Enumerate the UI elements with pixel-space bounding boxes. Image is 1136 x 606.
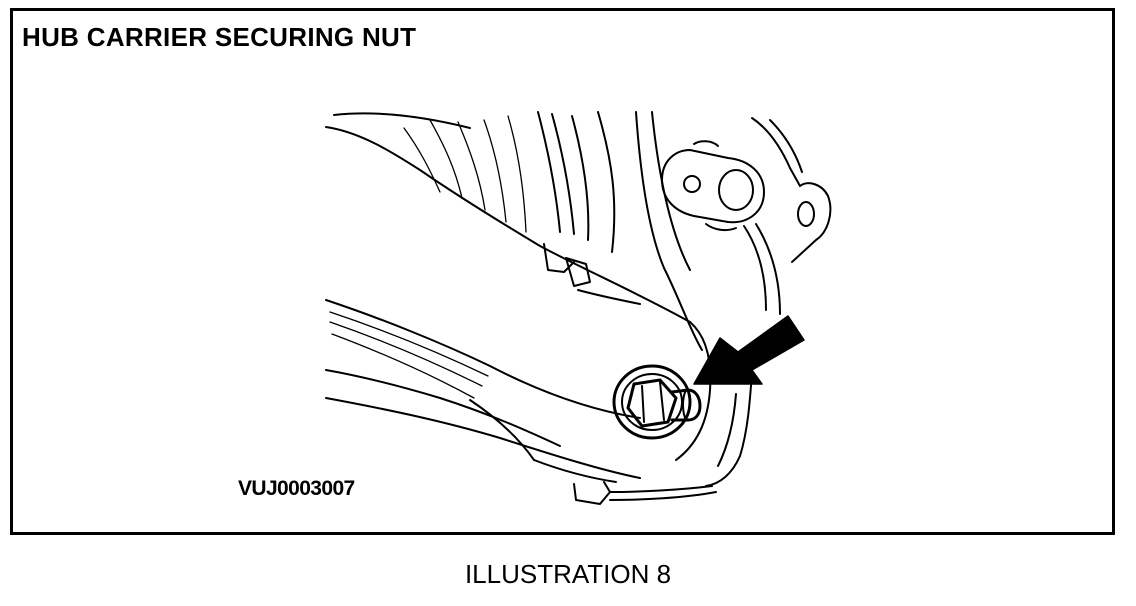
reference-code: VUJ0003007 (238, 477, 355, 500)
illustration-caption: ILLUSTRATION 8 (464, 559, 672, 589)
upper-arm (325, 111, 691, 323)
securing-nut (612, 364, 702, 440)
figure-title: HUB CARRIER SECURING NUT (22, 22, 417, 52)
hub-carrier (635, 111, 832, 487)
lower-arm (325, 299, 717, 505)
indicator-arrow (693, 315, 805, 385)
